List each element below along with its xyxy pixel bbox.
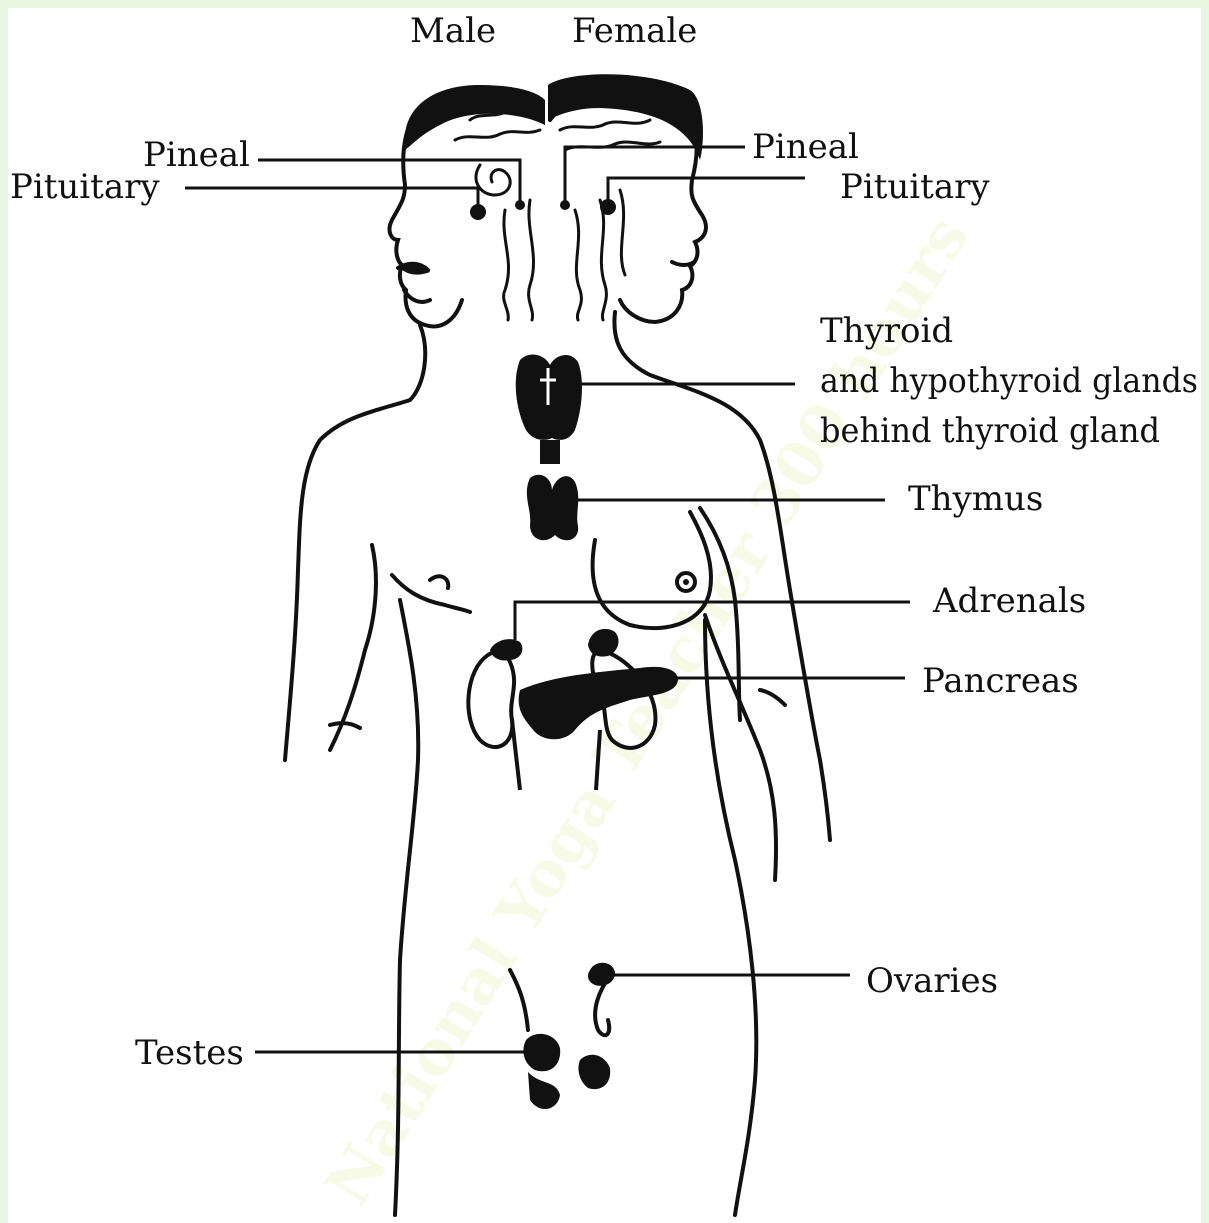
label-pituitary-left: Pituitary — [10, 167, 160, 207]
label-pineal-right: Pineal — [752, 127, 859, 167]
female-heading: Female — [572, 11, 697, 51]
leader-pituitary-left — [185, 188, 478, 212]
leader-pineal-right — [565, 147, 745, 205]
label-thyroid-line3: behind thyroid gland — [820, 411, 1160, 451]
testis-icon — [523, 1034, 560, 1071]
label-ovaries: Ovaries — [866, 961, 998, 1001]
brain-nerves — [455, 108, 660, 320]
male-heading: Male — [410, 11, 496, 51]
scrotum-icon — [528, 1072, 560, 1109]
ovary-icon — [588, 963, 615, 986]
watermark: National Yoga Teacher 300 hours — [311, 203, 983, 1218]
label-thymus: Thymus — [908, 479, 1043, 519]
label-pancreas: Pancreas — [922, 661, 1079, 701]
label-pituitary-right: Pituitary — [840, 167, 990, 207]
label-thyroid-line2: and hypothyroid glands — [820, 361, 1198, 401]
right-adrenal-icon — [588, 629, 619, 657]
label-testes: Testes — [135, 1033, 244, 1073]
label-thyroid-line1: Thyroid — [820, 311, 953, 351]
breast-nipple-center — [683, 579, 689, 585]
trachea-icon — [540, 440, 560, 464]
leader-pineal-left — [258, 160, 520, 205]
leader-pituitary-right — [608, 178, 805, 207]
thymus-gland-icon — [527, 475, 578, 540]
label-adrenals: Adrenals — [932, 581, 1086, 621]
left-adrenal-icon — [490, 639, 522, 660]
uterus-icon — [578, 1055, 610, 1089]
